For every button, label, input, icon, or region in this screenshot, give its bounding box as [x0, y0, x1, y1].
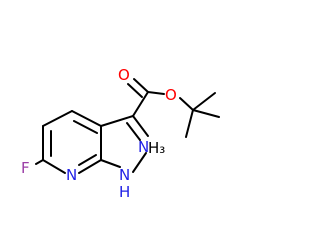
atom-h3: H₃ [148, 139, 165, 157]
bond-c3a-c4 [71, 110, 102, 127]
bond-n2-n1 [132, 152, 147, 173]
bond-n1-c7a [100, 159, 121, 168]
bond-c3-ccarbonyl [132, 91, 149, 117]
bond-c3a-c3 [100, 115, 134, 127]
atom-o-ester: O [165, 86, 177, 104]
bond-c6-n7 [42, 159, 66, 174]
atom-n1: N [119, 166, 130, 184]
structure-diagram: O O F N N N H H₃ [21, 66, 220, 201]
bond-n7-c7a [78, 159, 102, 174]
atom-n-pyridine: N [66, 166, 77, 184]
bond-oester-cquat [179, 97, 194, 111]
bond-cquat-me1 [192, 92, 216, 111]
bond-ccarbonyl-o-double-b [127, 83, 143, 98]
atom-h-n1: H [119, 183, 130, 201]
bonds [35, 78, 220, 174]
bond-n7-c7a-inner [78, 154, 97, 166]
bond-c4-c5 [42, 110, 73, 127]
bond-ccarbonyl-o-double-a [133, 78, 149, 93]
bond-cquat-me3 [185, 109, 194, 138]
bond-c6-f [35, 159, 44, 165]
atom-labels: O O F N N N H H₃ [21, 66, 177, 201]
atom-o-carbonyl: O [118, 66, 130, 84]
atom-fluorine: F [21, 159, 30, 177]
bond-c3a-c4-inner [73, 120, 98, 134]
bond-c3-n2-inner [126, 122, 141, 141]
atom-n2: N [138, 138, 149, 156]
bond-ccarbonyl-oester [147, 91, 165, 95]
bond-cquat-me2 [192, 109, 220, 118]
bond-c3-n2 [132, 115, 149, 137]
